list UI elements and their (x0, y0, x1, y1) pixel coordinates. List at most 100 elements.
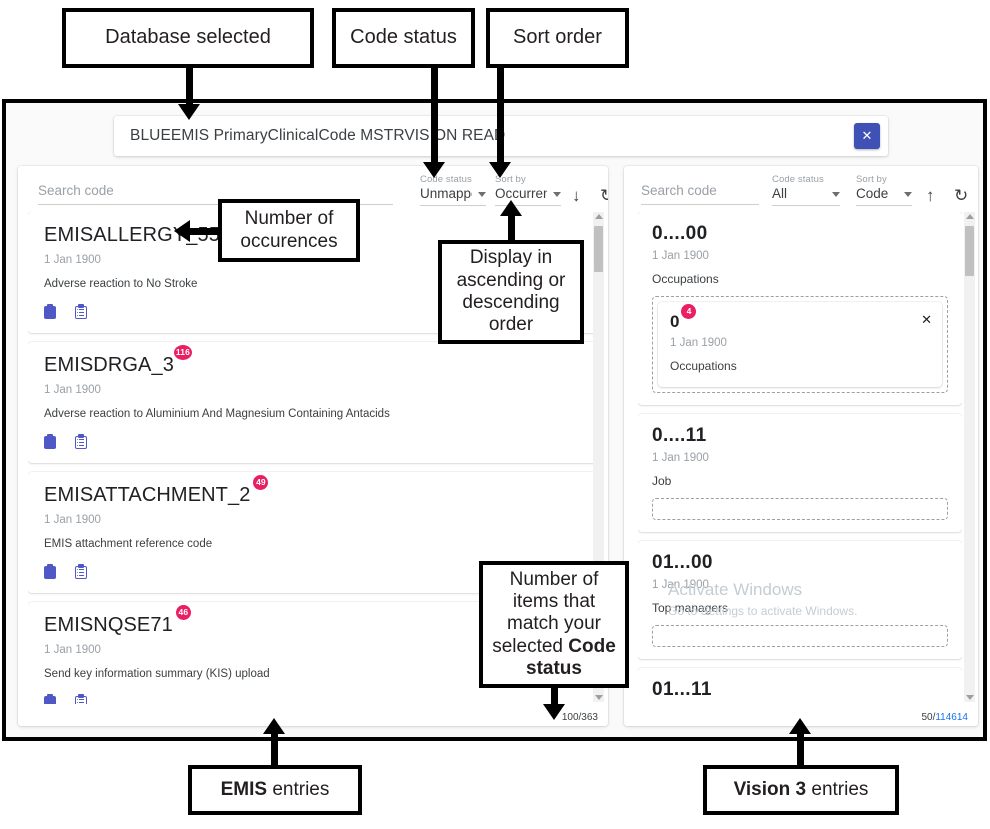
emis-card-actions (44, 304, 582, 319)
callout-display-order-label: Display in ascending or descending order (456, 247, 566, 336)
clipboard-icon[interactable] (44, 304, 56, 319)
chevron-down-icon (553, 192, 561, 197)
emis-scrollbar[interactable] (593, 212, 604, 702)
clipboard-list-icon[interactable] (75, 564, 87, 579)
close-button[interactable]: ✕ (854, 123, 880, 149)
arrow-occurences (174, 220, 190, 242)
emis-search-input[interactable]: Search code (38, 182, 393, 205)
sort-direction-up-icon[interactable]: ↑ (926, 186, 935, 205)
emis-card-description: EMIS attachment reference code (44, 538, 213, 550)
emis-card-actions (44, 564, 582, 579)
vision-sort-by-select[interactable]: Sort by Code (856, 174, 912, 206)
arrow-code-status (423, 162, 445, 178)
arrow-vision-entries (789, 718, 811, 734)
vision-card-code: 0....11 (652, 425, 707, 446)
vision-scrollbar[interactable] (964, 212, 975, 702)
clipboard-list-icon[interactable] (75, 304, 87, 319)
callout-database-selected-label: Database selected (105, 26, 271, 49)
emis-search-placeholder: Search code (38, 183, 114, 198)
emis-code-status-value: Unmapped (420, 186, 472, 201)
vision-card[interactable]: 01...111 Jan 1900Administrators, too (638, 668, 962, 704)
vision-scroll-thumb[interactable] (965, 226, 974, 276)
vision-card-code: 01...11 (652, 679, 712, 700)
scroll-up-icon[interactable] (594, 214, 603, 219)
vision-code-status-select[interactable]: Code status All (772, 174, 840, 206)
scroll-up-icon[interactable] (965, 214, 974, 219)
scroll-down-icon[interactable] (965, 695, 974, 700)
chevron-down-icon (904, 192, 912, 197)
vision-card-code: 01...00 (652, 552, 713, 573)
clipboard-list-icon[interactable] (75, 694, 87, 704)
vision-search-input[interactable]: Search code (641, 182, 759, 205)
clipboard-icon[interactable] (44, 434, 56, 449)
vision-card-date: 1 Jan 1900 (652, 250, 709, 262)
callout-emis-entries: EMIS entries (188, 765, 362, 815)
emis-sort-by-value: Occurren... (495, 186, 547, 201)
emis-card-date: 1 Jan 1900 (44, 384, 101, 396)
emis-card-date: 1 Jan 1900 (44, 254, 101, 266)
vision-counter: 50/114614 (921, 712, 968, 723)
refresh-icon[interactable]: ↻ (600, 187, 608, 204)
connector-code-status (431, 68, 438, 166)
clipboard-list-icon[interactable] (75, 434, 87, 449)
emis-card-date: 1 Jan 1900 (44, 644, 101, 656)
callout-match-count-label: Number of items that match your selected… (492, 569, 616, 679)
clipboard-icon[interactable] (44, 564, 56, 579)
arrow-sort-order (489, 162, 511, 178)
vision-counter-current: 50/ (921, 712, 936, 723)
emis-card-date: 1 Jan 1900 (44, 514, 101, 526)
callout-display-order: Display in ascending or descending order (438, 240, 584, 344)
connector-match-count (551, 686, 558, 708)
emis-sort-by-select[interactable]: Sort by Occurren... (495, 174, 561, 206)
arrow-match-count (543, 704, 565, 720)
vision-toolbar: Search code Code status All Sort by Code (624, 166, 978, 208)
emis-scroll-thumb[interactable] (594, 226, 603, 272)
clipboard-icon[interactable] (44, 694, 56, 704)
vision-card-code: 0....00 (652, 223, 708, 244)
emis-sort-by-label: Sort by (495, 174, 526, 185)
arrow-emis-entries (263, 718, 285, 734)
emis-card-description: Adverse reaction to No Stroke (44, 278, 198, 290)
remove-mapping-icon[interactable]: ✕ (921, 312, 932, 327)
vision-code-status-value: All (772, 186, 788, 201)
mapping-dropzone[interactable] (652, 625, 948, 647)
vision-card-date: 1 Jan 1900 (652, 452, 709, 464)
vision-card-date: 1 Jan 1900 (652, 579, 709, 591)
callout-vision-entries-label: Vision 3 entries (733, 778, 869, 800)
refresh-icon[interactable]: ↻ (954, 186, 969, 205)
callout-vision-entries: Vision 3 entries (703, 765, 899, 815)
connector-database (186, 68, 193, 108)
emis-counter: 100/363 (561, 712, 598, 723)
arrow-display-order (500, 200, 522, 216)
callout-match-count: Number of items that match your selected… (479, 561, 629, 688)
callout-sort-order-label: Sort order (513, 26, 602, 49)
connector-display-order-v (508, 214, 515, 244)
emis-card-actions (44, 694, 582, 704)
mapping-dropzone[interactable] (652, 498, 948, 520)
sort-direction-down-icon[interactable]: ↓ (572, 186, 581, 205)
occurrence-badge: 4 (681, 304, 697, 319)
emis-card-actions (44, 434, 582, 449)
vision-search-placeholder: Search code (641, 183, 717, 198)
vision-card-description: Job (652, 474, 672, 488)
chevron-down-icon (478, 192, 486, 197)
occurrence-badge: 46 (175, 605, 191, 620)
callout-emis-entries-label: EMIS entries (220, 778, 330, 800)
emis-code-status-select[interactable]: Code status Unmapped (420, 174, 486, 206)
mapped-code-description: Occupations (670, 359, 737, 373)
vision-panel: Search code Code status All Sort by Code (624, 166, 978, 726)
mapped-code-date: 1 Jan 1900 (670, 337, 727, 349)
scroll-down-icon[interactable] (594, 695, 603, 700)
